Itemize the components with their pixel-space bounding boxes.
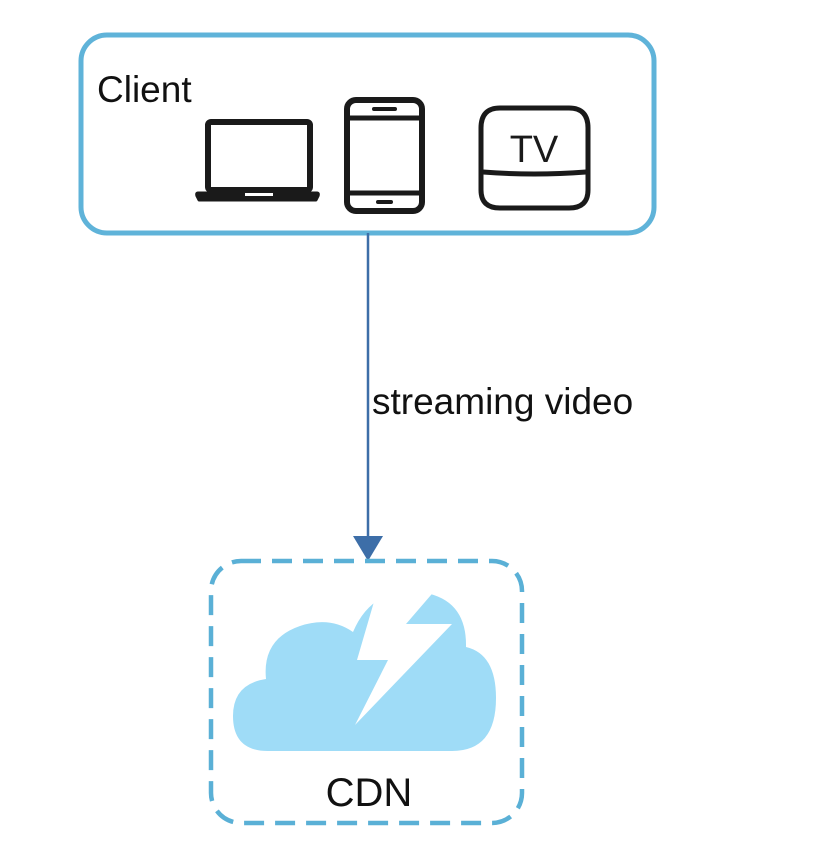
cdn-label: CDN	[326, 771, 413, 815]
client-box	[78, 32, 657, 236]
lightning-icon	[355, 588, 452, 725]
tv-label: TV	[510, 129, 559, 171]
cloud-lightning-icon	[233, 588, 496, 751]
client-node: Client TV	[78, 32, 657, 236]
tablet-icon	[344, 97, 425, 214]
cdn-node: CDN	[208, 558, 525, 826]
laptop-icon	[195, 119, 320, 202]
client-label: Client	[97, 69, 192, 110]
edge-label: streaming video	[372, 381, 633, 422]
tv-box-icon: TV	[478, 105, 591, 211]
streaming-edge: streaming video	[353, 233, 633, 561]
arrowhead-icon	[353, 536, 383, 561]
